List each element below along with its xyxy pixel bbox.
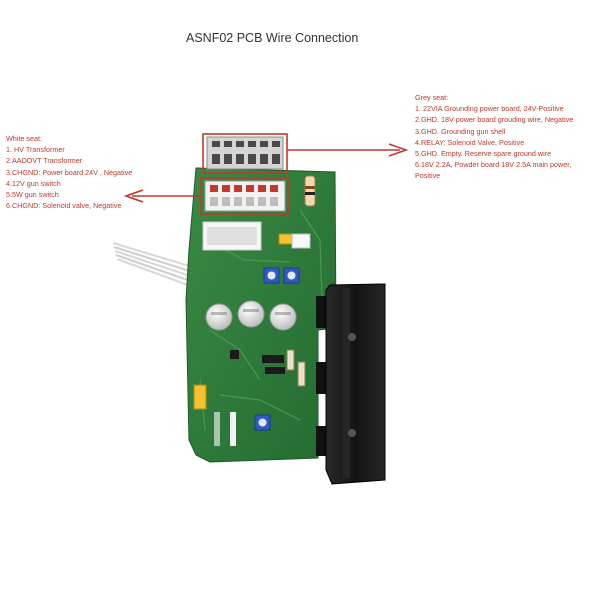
white-seat-item-6: 6.CHGND: Solenoid valve, Negative: [6, 201, 122, 211]
white-seat-heading: White seat:: [6, 134, 42, 143]
board-label: [214, 412, 236, 446]
trimmer-potentiometers: [254, 267, 300, 431]
grey-seat-item-4: 4.RELAY: Solenoid Valve, Positive: [415, 137, 525, 147]
grey-seat-legend: Grey seat: 1. 22VIA Grounding power boar…: [415, 92, 597, 182]
white-seat-item-4: 4.12V gun switch: [6, 178, 61, 188]
grey-seat-arrow: [287, 143, 409, 157]
diagram-title: ASNF02 PCB Wire Connection: [186, 31, 359, 45]
white-seat-legend: White seat: 1. HV Transformer 2.AADOVT T…: [6, 133, 146, 211]
relay: [202, 221, 262, 251]
white-seat-item-1: 1. HV Transformer: [6, 145, 65, 155]
grey-seat-highlight: [202, 133, 288, 174]
white-seat-arrow: [123, 189, 201, 203]
small-components: [193, 349, 306, 410]
heatsink: [325, 283, 386, 485]
fuse: [304, 175, 316, 207]
white-seat-item-5: 5.5W gun switch: [6, 190, 59, 200]
film-capacitor: [278, 233, 294, 245]
grey-seat-heading: Grey seat:: [415, 93, 449, 102]
small-relay: [291, 233, 311, 249]
grey-seat-item-1: 1. 22VIA Grounding power board, 24V-Posi…: [415, 104, 564, 114]
white-seat-item-3: 3.CHGND: Power board 24V , Negative: [6, 167, 133, 177]
grey-seat-item-2: 2.GHD. 18V power board grouding wire, Ne…: [415, 115, 574, 125]
electrolytic-capacitors: [205, 300, 297, 331]
grey-seat-item-6: 6.18V 2.2A, Powder board 18V 2.5A main p…: [415, 160, 572, 181]
white-seat-item-2: 2.AADOVT Transformer: [6, 156, 83, 166]
grey-seat-item-5: 5.GHD. Empty. Reserve spare ground wire: [415, 149, 552, 159]
white-seat-connector: [204, 180, 286, 212]
grey-seat-item-3: 3.GHD. Grounding gun shell: [415, 126, 506, 136]
grey-seat-connector: [206, 136, 284, 170]
